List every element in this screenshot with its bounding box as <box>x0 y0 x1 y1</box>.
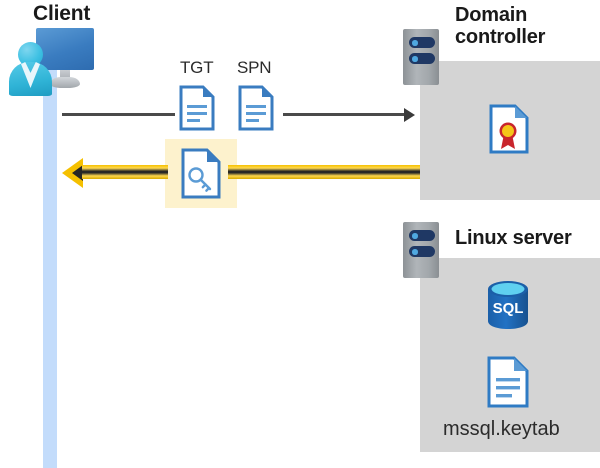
domain-controller-server-icon <box>403 29 439 85</box>
response-line-left <box>82 165 168 179</box>
keytab-filename-label: mssql.keytab <box>443 418 560 440</box>
response-arrowhead-core <box>72 165 83 181</box>
monitor-neck <box>60 70 70 80</box>
spn-document-icon <box>238 85 274 131</box>
tgt-document-icon <box>179 85 215 131</box>
tgt-label: TGT <box>180 58 214 77</box>
request-line-left <box>62 113 175 116</box>
client-icon <box>8 28 100 96</box>
server-led-top-icon <box>412 233 418 239</box>
server-bar-top <box>409 37 435 48</box>
server-bar-bottom <box>409 246 435 257</box>
sql-database-text: SQL <box>493 300 524 317</box>
linux-server-icon <box>403 222 439 278</box>
server-led-bottom-icon <box>412 56 418 62</box>
request-line-right <box>283 113 405 116</box>
server-bar-top <box>409 230 435 241</box>
certificate-document-icon <box>489 104 529 154</box>
monitor-base <box>50 77 80 88</box>
request-arrowhead <box>404 108 415 122</box>
server-led-top-icon <box>412 40 418 46</box>
domain-controller-title-line2: controller <box>455 26 546 49</box>
monitor-screen <box>36 28 94 70</box>
domain-controller-title-line1: Domain <box>455 4 528 26</box>
sql-database-icon: SQL <box>484 279 532 331</box>
domain-controller-title: Domain controller <box>455 4 595 49</box>
response-line-right <box>228 165 420 179</box>
client-lifeline <box>43 70 57 468</box>
service-ticket-document-key-icon <box>181 148 221 199</box>
spn-label: SPN <box>237 58 272 77</box>
linux-server-title: Linux server <box>455 227 572 249</box>
keytab-document-icon <box>487 356 529 408</box>
server-led-bottom-icon <box>412 249 418 255</box>
server-bar-bottom <box>409 53 435 64</box>
client-title: Client <box>33 2 91 25</box>
